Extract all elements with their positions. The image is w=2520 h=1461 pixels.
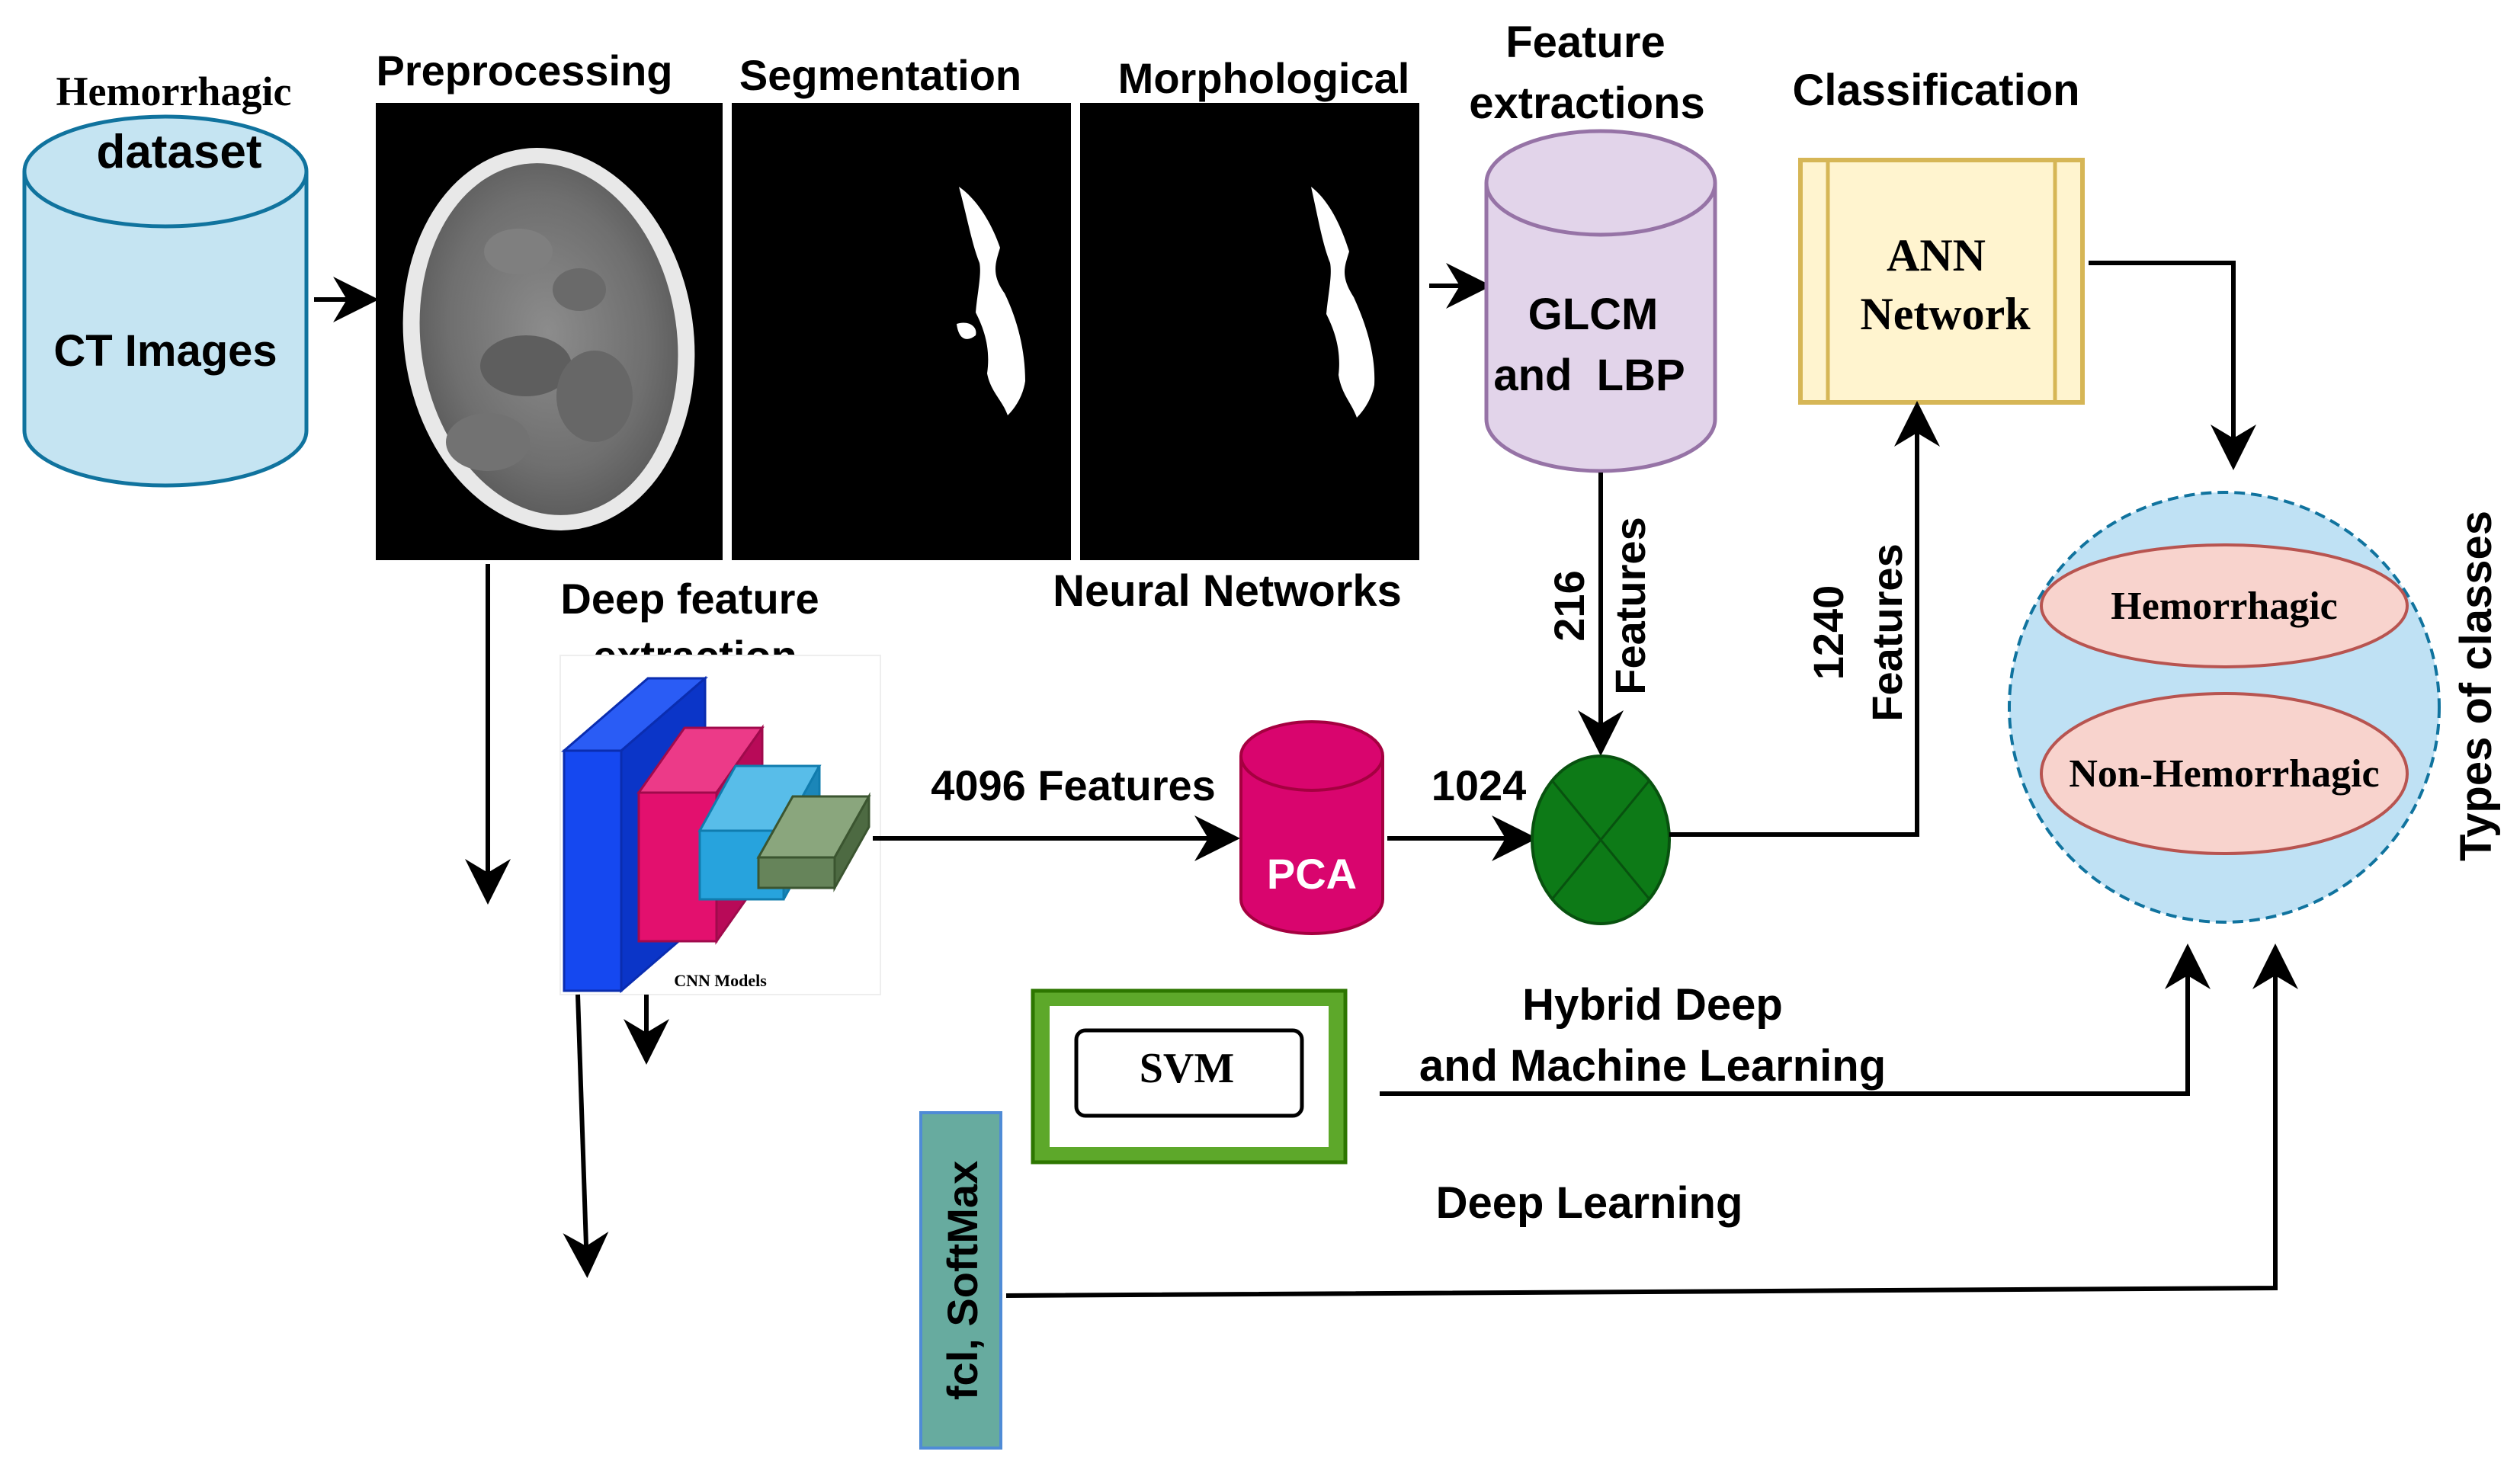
non-hemorrhagic-class-label: Non-Hemorrhagic bbox=[2069, 752, 2379, 796]
features1240-label: Features bbox=[1863, 543, 1911, 721]
glcm-label: GLCM bbox=[1528, 290, 1659, 339]
hemorrhagic-class-ellipse bbox=[2040, 543, 2409, 668]
arrow-ann-to-classes bbox=[2089, 261, 2256, 470]
deep-feature-label-1: Deep feature bbox=[560, 575, 819, 623]
hybrid-label-1: Hybrid Deep bbox=[1522, 980, 1783, 1030]
arrow-svm-to-classes bbox=[1380, 944, 2211, 1096]
non-hemorrhagic-class-ellipse bbox=[2040, 692, 2409, 855]
features4096-label: 4096 Features bbox=[931, 761, 1216, 809]
glcm-lbp-cylinder bbox=[1484, 129, 1717, 473]
morphological-image bbox=[1080, 103, 1419, 560]
feature-extractions-label-1: Feature bbox=[1505, 18, 1666, 67]
fcl-softmax-box bbox=[919, 1111, 1002, 1450]
svm-label: SVM bbox=[1140, 1045, 1234, 1092]
types-of-classes-label: Types of classes bbox=[2451, 511, 2501, 861]
lbp-label: and LBP bbox=[1493, 351, 1685, 400]
features216-label: Features bbox=[1606, 517, 1654, 694]
n1024-label: 1024 bbox=[1432, 761, 1527, 809]
pca-label: PCA bbox=[1267, 850, 1357, 898]
arrow-fcl-to-classes bbox=[1005, 944, 2298, 1298]
fcl-softmax-label: fcl, SoftMax bbox=[938, 1161, 986, 1400]
hemorrhagic-class-label: Hemorrhagic bbox=[2111, 585, 2337, 628]
cnn-models-graphic bbox=[559, 655, 881, 995]
arrow-cnn-to-fcl bbox=[563, 994, 609, 1278]
deep-learning-label: Deep Learning bbox=[1436, 1178, 1743, 1228]
ann-label-2: Network bbox=[1860, 289, 2031, 339]
n1240-label: 1240 bbox=[1804, 585, 1852, 681]
feature-combine-node bbox=[1531, 755, 1671, 925]
preprocessing-ct-image bbox=[376, 103, 723, 560]
ct-images-label: CT Images bbox=[53, 326, 277, 376]
cnn-models-label: CNN Models bbox=[674, 971, 767, 990]
dataset-title-top: Hemorrhagic bbox=[56, 69, 292, 114]
neural-networks-label: Neural Networks bbox=[1053, 566, 1402, 616]
n216-label: 216 bbox=[1545, 570, 1593, 641]
dataset-cylinder bbox=[22, 114, 309, 488]
ann-network-box bbox=[1798, 158, 2085, 405]
hybrid-label-2: and Machine Learning bbox=[1419, 1041, 1886, 1091]
ann-label-1: ANN bbox=[1887, 230, 1986, 280]
morphological-label: Morphological bbox=[1118, 54, 1410, 102]
svm-box bbox=[1031, 988, 1348, 1165]
preprocessing-label: Preprocessing bbox=[376, 46, 672, 95]
pca-cylinder bbox=[1239, 720, 1384, 935]
arrow-combine-to-ann bbox=[1669, 401, 1940, 837]
segmentation-label: Segmentation bbox=[739, 51, 1021, 99]
classification-label: Classification bbox=[1792, 66, 2079, 115]
feature-extractions-label-2: extractions bbox=[1469, 78, 1704, 128]
segmentation-image bbox=[732, 103, 1071, 560]
dataset-title-bottom: dataset bbox=[96, 126, 261, 178]
